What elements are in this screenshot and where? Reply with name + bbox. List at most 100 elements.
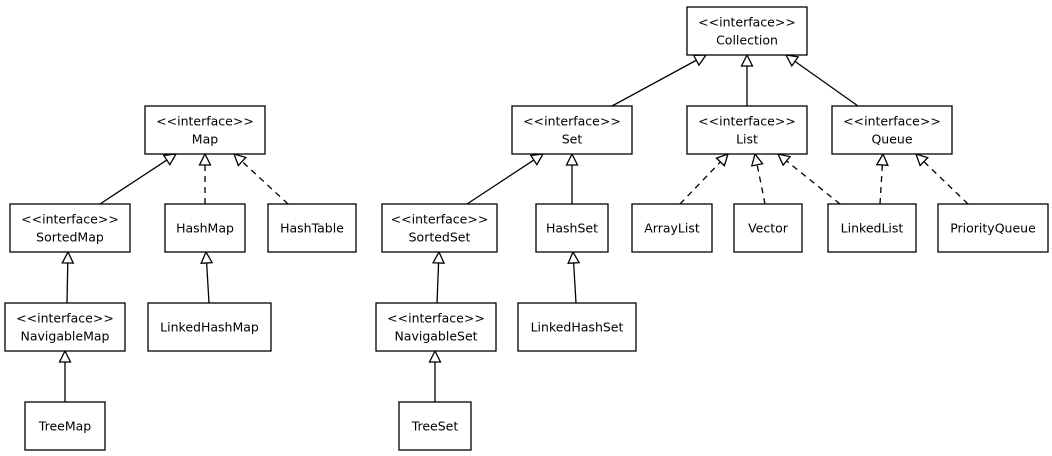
- class-box-border: [24, 401, 106, 451]
- generalization-line: [794, 60, 859, 107]
- edge-vector-to-list: [750, 152, 766, 205]
- stereotype-label: <<interface>>: [21, 212, 119, 227]
- class-box-linkedhashmap: LinkedHashMap: [147, 302, 272, 352]
- stereotype-label: <<interface>>: [843, 114, 941, 129]
- realization-line: [923, 161, 969, 205]
- class-box-treeset: TreeSet: [398, 401, 472, 451]
- class-name-label: HashSet: [546, 221, 598, 236]
- class-box-linkedlist: LinkedList: [827, 203, 917, 253]
- hollow-triangle-arrowhead: [529, 153, 545, 166]
- hollow-triangle-arrowhead: [198, 152, 212, 166]
- nodes-layer: <<interface>>Collection<<interface>>Map<…: [4, 6, 1049, 451]
- hollow-triangle-arrowhead: [875, 152, 889, 167]
- realization-line: [679, 161, 721, 205]
- class-name-label: Queue: [871, 132, 912, 147]
- edge-hashmap-to-map: [198, 152, 212, 204]
- hollow-triangle-arrowhead: [567, 250, 581, 265]
- class-box-border: [631, 203, 713, 253]
- class-name-label: Set: [562, 132, 583, 147]
- generalization-line: [611, 59, 697, 107]
- edge-linkedlist-to-list: [776, 153, 841, 205]
- class-box-border: [733, 203, 803, 253]
- stereotype-label: <<interface>>: [387, 311, 485, 326]
- class-name-label: NavigableSet: [394, 329, 477, 344]
- realization-line: [241, 160, 289, 205]
- class-name-label: List: [736, 132, 758, 147]
- hollow-triangle-arrowhead: [914, 152, 929, 167]
- class-box-border: [164, 203, 246, 253]
- class-box-border: [144, 105, 266, 155]
- edge-priorityqueue-to-queue: [914, 152, 969, 205]
- generalization-line: [572, 262, 577, 304]
- class-box-border: [375, 302, 497, 352]
- generalization-line: [66, 262, 69, 304]
- class-box-hashmap: HashMap: [164, 203, 246, 253]
- class-box-treemap: TreeMap: [24, 401, 106, 451]
- class-box-border: [535, 203, 609, 253]
- class-box-border: [686, 105, 808, 155]
- edges-layer: [58, 53, 969, 402]
- class-name-label: SortedMap: [36, 230, 104, 245]
- class-name-label: LinkedHashMap: [160, 320, 259, 335]
- class-box-hashset: HashSet: [535, 203, 609, 253]
- hollow-triangle-arrowhead: [200, 250, 214, 265]
- realization-line: [756, 164, 766, 205]
- class-box-border: [517, 302, 637, 352]
- class-box-border: [511, 105, 633, 155]
- class-name-label: Vector: [748, 221, 789, 236]
- stereotype-label: <<interface>>: [698, 114, 796, 129]
- edge-linkedhashmap-to-hashmap: [200, 250, 214, 304]
- class-name-label: PriorityQueue: [950, 221, 1036, 236]
- hollow-triangle-arrowhead: [58, 349, 72, 363]
- edge-treemap-to-navigablemap: [58, 349, 72, 402]
- hollow-triangle-arrowhead: [428, 349, 442, 363]
- class-box-border: [147, 302, 272, 352]
- class-box-collection: <<interface>> Collection: [686, 6, 808, 56]
- realization-line: [786, 160, 841, 205]
- stereotype-label: <<interface>>: [523, 114, 621, 129]
- hollow-triangle-arrowhead: [692, 54, 708, 67]
- class-name-label: Map: [192, 132, 218, 147]
- edge-sortedset-to-set: [466, 153, 545, 205]
- hollow-triangle-arrowhead: [740, 53, 754, 67]
- class-box-navigablemap: <<interface>>NavigableMap: [4, 302, 126, 352]
- class-box-border: [381, 203, 498, 253]
- class-box-sortedset: <<interface>>SortedSet: [381, 203, 498, 253]
- class-box-hashtable: HashTable: [267, 203, 357, 253]
- class-name-label: HashMap: [176, 221, 234, 236]
- hollow-triangle-arrowhead: [750, 152, 764, 167]
- hollow-triangle-arrowhead: [61, 250, 75, 264]
- edge-sortedmap-to-map: [99, 153, 178, 205]
- class-box-list: <<interface>> List: [686, 105, 808, 155]
- class-box-border: [9, 203, 131, 253]
- hollow-triangle-arrowhead: [232, 153, 247, 167]
- generalization-line: [466, 159, 535, 205]
- edge-queue-to-collection: [784, 54, 859, 107]
- class-box-vector: Vector: [733, 203, 803, 253]
- class-box-map: <<interface>> Map: [144, 105, 266, 155]
- edge-set-to-collection: [611, 54, 708, 107]
- class-box-set: <<interface>> Set: [511, 105, 633, 155]
- class-name-label: HashTable: [280, 221, 344, 236]
- stereotype-label: <<interface>>: [698, 15, 796, 30]
- class-box-navigableset: <<interface>> NavigableSet: [375, 302, 497, 352]
- stereotype-label: <<interface>>: [391, 212, 489, 227]
- edge-hashset-to-set: [565, 152, 579, 204]
- realization-line: [879, 164, 883, 205]
- class-box-linkedhashset: LinkedHashSet: [517, 302, 637, 352]
- edge-arraylist-to-list: [679, 152, 730, 205]
- hollow-triangle-arrowhead: [715, 152, 730, 167]
- edge-hashtable-to-map: [232, 153, 289, 205]
- class-name-label: ArrayList: [644, 221, 700, 236]
- class-box-border: [4, 302, 126, 352]
- generalization-line: [99, 159, 168, 205]
- class-name-label: LinkedHashSet: [531, 320, 624, 335]
- class-name-label: TreeMap: [38, 419, 91, 434]
- edge-linkedlist-to-queue: [875, 152, 889, 205]
- class-box-border: [831, 105, 953, 155]
- generalization-line: [205, 262, 210, 304]
- stereotype-label: <<interface>>: [156, 114, 254, 129]
- class-name-label: Collection: [716, 33, 778, 48]
- edge-treeset-to-navigableset: [428, 349, 442, 402]
